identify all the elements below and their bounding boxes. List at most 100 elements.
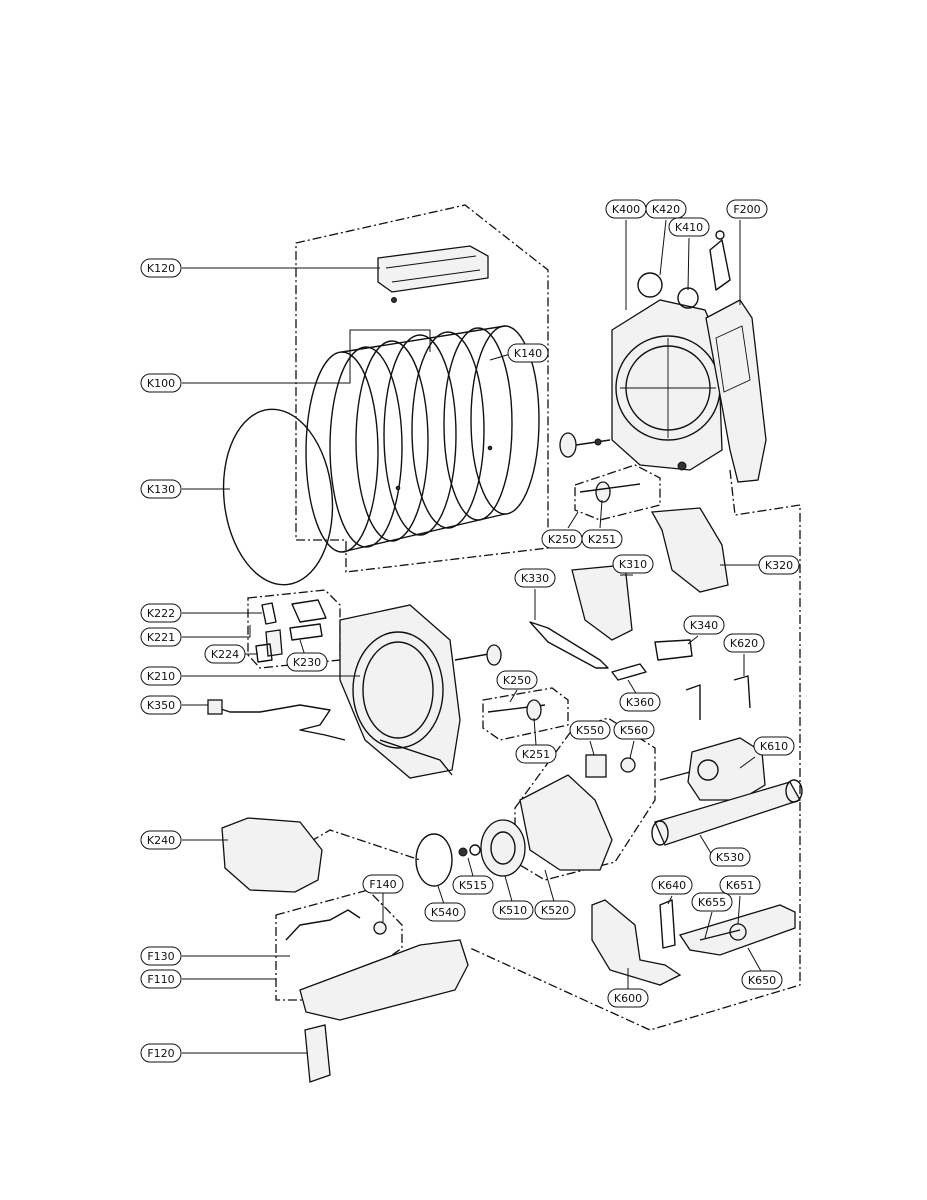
- callout-label: F120: [147, 1047, 174, 1060]
- callout-bubble: [719, 875, 761, 895]
- callout-label: K210: [147, 670, 175, 683]
- callout-label: K650: [748, 974, 776, 987]
- rear-bearing-boundary: [482, 687, 569, 741]
- drum-lifter: [377, 245, 489, 303]
- callout-label: K651: [726, 879, 754, 892]
- thermistor-k410: [677, 287, 699, 309]
- callout-k610: K610: [753, 736, 795, 756]
- callout-bubble: [741, 970, 783, 990]
- callout-bubble: [607, 988, 649, 1008]
- heater-wire-f130: [285, 909, 361, 941]
- callout-k650: K650: [741, 970, 783, 990]
- callout-bubble: [723, 633, 765, 653]
- gasket-k340: [654, 639, 693, 661]
- callout-bubble: [140, 666, 182, 686]
- lamp-cover: [289, 623, 323, 641]
- callout-label: K240: [147, 834, 175, 847]
- spring-k655: [699, 929, 741, 941]
- callout-k560: K560: [613, 720, 655, 740]
- callout-f140: F140: [362, 874, 404, 894]
- callout-k310: K310: [612, 554, 654, 574]
- callout-label: K221: [147, 631, 175, 644]
- callout-bubble: [613, 720, 655, 740]
- callout-k240: K240: [140, 830, 182, 850]
- blower-fan: [480, 819, 526, 877]
- front-shaft-assembly: [454, 644, 546, 721]
- sensor-k550: [585, 754, 607, 778]
- callout-label: K340: [690, 619, 718, 632]
- callout-label: F110: [147, 973, 174, 986]
- lamp-bracket-k230: [291, 599, 327, 623]
- callout-bubble: [140, 695, 182, 715]
- callout-bubble: [140, 258, 182, 278]
- callout-label: K224: [211, 648, 239, 661]
- callout-label: K520: [541, 904, 569, 917]
- callout-k100: K100: [140, 373, 182, 393]
- heater-assembly-boundary: [275, 889, 403, 1001]
- callout-bubble: [651, 875, 693, 895]
- callout-label: K250: [548, 533, 576, 546]
- callout-bubble: [507, 343, 549, 363]
- callout-k251a: K251: [581, 529, 623, 549]
- callout-k420: K420: [645, 199, 687, 219]
- callout-bubble: [140, 373, 182, 393]
- callout-bubble: [645, 199, 687, 219]
- callout-bubble: [753, 736, 795, 756]
- callout-label: K140: [514, 347, 542, 360]
- callout-label: F130: [147, 950, 174, 963]
- callout-f110: F110: [140, 969, 182, 989]
- callout-label: K515: [459, 879, 487, 892]
- callout-label: K400: [612, 203, 640, 216]
- callout-f130: F130: [140, 946, 182, 966]
- callout-label: K655: [698, 896, 726, 909]
- callout-bubble: [612, 554, 654, 574]
- callout-k320: K320: [758, 555, 800, 575]
- callout-bubble: [581, 529, 623, 549]
- callout-label: K550: [576, 724, 604, 737]
- callout-k540: K540: [424, 902, 466, 922]
- callout-f120: F120: [140, 1043, 182, 1063]
- callout-label: K100: [147, 377, 175, 390]
- callout-k130: K130: [140, 479, 182, 499]
- gasket-k360: [611, 663, 647, 681]
- callout-bubble: [514, 568, 556, 588]
- callout-label: K360: [626, 696, 654, 709]
- callout-k251b: K251: [515, 744, 557, 764]
- lamp-cover-k224: [255, 643, 273, 663]
- callout-label: K251: [588, 533, 616, 546]
- duct-tube: [651, 779, 803, 846]
- lamp-socket-k221: [265, 629, 283, 657]
- callout-bubble: [452, 875, 494, 895]
- lint-filter: [571, 564, 633, 641]
- callout-label: F140: [369, 878, 396, 891]
- lint-filter-housing: [650, 507, 729, 593]
- callout-label: K330: [521, 572, 549, 585]
- callout-k515: K515: [452, 875, 494, 895]
- callout-bubble: [758, 555, 800, 575]
- drum-assembly-boundary: [295, 204, 549, 573]
- callout-bubble: [683, 615, 725, 635]
- callout-k620: K620: [723, 633, 765, 653]
- drum-bearing-boundary: [574, 464, 661, 521]
- callout-bubble: [496, 670, 538, 690]
- motor-clip-left: [685, 684, 701, 720]
- callout-bubble: [140, 969, 182, 989]
- callout-bubble: [691, 892, 733, 912]
- callout-k510: K510: [492, 900, 534, 920]
- heater-element-f120: [304, 1024, 331, 1083]
- callout-k651: K651: [719, 875, 761, 895]
- callout-bubble: [140, 830, 182, 850]
- callout-label: K420: [652, 203, 680, 216]
- callout-label: K600: [614, 992, 642, 1005]
- heater-thermostat-f140: [373, 921, 387, 935]
- callout-bubble: [286, 652, 328, 672]
- motor-clip-right: [733, 675, 751, 709]
- callout-bubble: [204, 644, 246, 664]
- callout-k550: K550: [569, 720, 611, 740]
- callout-k600: K600: [607, 988, 649, 1008]
- washer-k515: [458, 847, 468, 857]
- callout-bubble: [140, 627, 182, 647]
- motor: [659, 737, 766, 801]
